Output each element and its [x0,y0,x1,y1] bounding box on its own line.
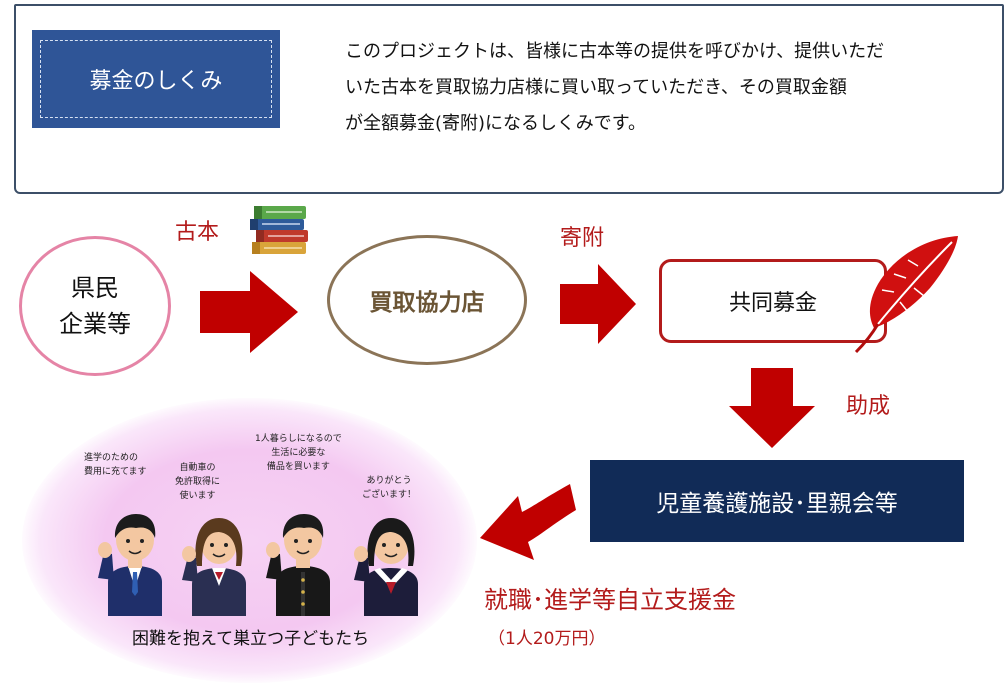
student-icon [354,518,418,616]
right-arrow-icon [200,271,298,353]
speech-bubble-1: 進学のための 費用に充てます [84,453,147,477]
curved-left-arrow-icon [480,484,576,560]
donor-node: 県民 企業等 [19,236,171,376]
support-label: 就職･進学等自立支援金 [484,586,736,614]
right-arrow-icon [560,264,636,344]
down-arrow-icon [729,368,815,448]
student-icon [266,514,330,616]
description: このプロジェクトは、皆様に古本等の提供を呼びかけ、提供いただ いた古本を買取協力… [345,34,960,142]
description-line-2: いた古本を買取協力店様に買い取っていただき、その買取金額 [345,77,847,98]
student-icon [98,514,162,616]
title-tag: 募金のしくみ [32,30,280,128]
facility-node: 児童養護施設･里親会等 [590,460,964,542]
description-line-1: このプロジェクトは、皆様に古本等の提供を呼びかけ、提供いただ [345,41,885,62]
page-title: 募金のしくみ [40,40,272,118]
donor-label-line1: 県民 [71,274,119,302]
description-line-3: が全額募金(寄附)になるしくみです。 [345,113,646,134]
speech-bubble-2: 自動車の 免許取得に 使います [175,463,221,501]
fund-node: 共同募金 [659,259,887,343]
speech-bubble-3: 1人暮らしになるので 生活に必要な 備品を買います [255,434,342,472]
buyer-node: 買取協力店 [327,235,527,365]
children-caption: 困難を抱えて巣立つ子どもたち [132,629,370,649]
support-amount: （1人20万円） [488,629,606,649]
donation-label: 寄附 [560,226,605,251]
donor-label-line2: 企業等 [59,310,131,338]
books-icon [250,206,308,254]
red-feather-icon [854,236,958,354]
grant-label: 助成 [846,394,891,419]
books-label: 古本 [175,220,220,245]
student-icon [182,518,246,616]
speech-bubble-4: ありがとう ございます！ [362,476,417,500]
